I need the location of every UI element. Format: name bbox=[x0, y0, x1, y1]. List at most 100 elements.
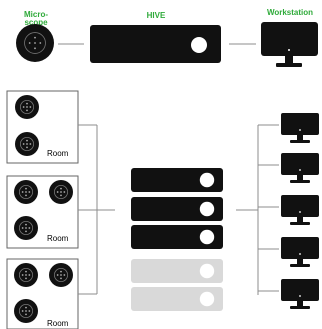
monitor-neck bbox=[297, 259, 303, 264]
room-label-3: Room bbox=[47, 319, 69, 328]
microscope-lens-dot bbox=[25, 187, 27, 190]
workstation-power-dot bbox=[288, 49, 290, 51]
microscope-lens-ring bbox=[19, 100, 34, 115]
microscope-lens-dot bbox=[60, 191, 62, 193]
microscope-lens-dot bbox=[21, 310, 24, 312]
room-box-1 bbox=[6, 90, 79, 164]
microscope-lens-dot bbox=[25, 274, 27, 276]
server-power-button bbox=[199, 172, 215, 188]
monitor-stand bbox=[290, 180, 310, 183]
microscope-lens-dot bbox=[56, 274, 59, 276]
monitor-power-dot bbox=[299, 253, 301, 255]
microscope-lens-dot bbox=[63, 191, 66, 193]
microscope-lens-ring bbox=[18, 267, 33, 282]
workstation-monitor-icon bbox=[281, 153, 319, 175]
microscope-lens-dot bbox=[34, 42, 36, 44]
hive-power-button bbox=[191, 37, 207, 53]
workstation-stand bbox=[276, 63, 302, 67]
server-unit-inactive-icon bbox=[131, 287, 223, 311]
microscope-lens-dot bbox=[26, 106, 28, 108]
server-unit-icon bbox=[131, 197, 223, 221]
workstation-monitor-icon bbox=[261, 22, 318, 56]
monitor-power-dot bbox=[299, 129, 301, 131]
monitor-power-dot bbox=[299, 211, 301, 213]
microscope-lens-dot bbox=[28, 274, 31, 276]
monitor-neck bbox=[297, 175, 303, 180]
microscope-lens-ring bbox=[54, 184, 69, 199]
microscope-lens-dot bbox=[34, 47, 36, 50]
microscope-lens-dot bbox=[39, 42, 42, 44]
server-unit-icon bbox=[131, 225, 223, 249]
monitor-neck bbox=[297, 217, 303, 222]
microscope-lens-dot bbox=[25, 230, 27, 233]
workstation-monitor-icon bbox=[281, 195, 319, 217]
microscope-lens-dot bbox=[25, 310, 27, 312]
microscope-lens-dot bbox=[56, 191, 59, 193]
microscope-lens-dot bbox=[25, 277, 27, 280]
workstation-monitor-icon bbox=[281, 279, 319, 301]
microscope-lens-dot bbox=[26, 109, 28, 112]
microscope-lens-dot bbox=[29, 106, 32, 108]
microscope-lens-ring bbox=[24, 32, 46, 54]
room-label-2: Room bbox=[47, 234, 69, 243]
hive-label: HIVE bbox=[146, 11, 166, 20]
monitor-stand bbox=[290, 264, 310, 267]
microscope-lens-dot bbox=[25, 270, 27, 273]
server-power-button bbox=[199, 229, 215, 245]
monitor-power-dot bbox=[299, 295, 301, 297]
hive-server-icon bbox=[90, 25, 221, 63]
microscope-lens-ring bbox=[18, 184, 33, 199]
monitor-neck bbox=[297, 135, 303, 140]
microscope-lens-dot bbox=[26, 102, 28, 105]
monitor-stand bbox=[290, 222, 310, 225]
microscope-lens-dot bbox=[21, 191, 24, 193]
microscope-lens-dot bbox=[29, 143, 32, 145]
microscope-lens-ring bbox=[19, 136, 34, 151]
monitor-neck bbox=[297, 301, 303, 306]
microscope-lens-dot bbox=[63, 274, 66, 276]
microscope-lens-dot bbox=[21, 227, 24, 229]
microscope-lens-dot bbox=[28, 227, 31, 229]
server-power-button bbox=[199, 263, 215, 279]
server-unit-inactive-icon bbox=[131, 259, 223, 283]
microscope-lens-dot bbox=[60, 187, 62, 190]
microscope-label-line1: Micro- bbox=[24, 10, 48, 19]
microscope-lens-dot bbox=[22, 106, 25, 108]
microscope-lens-dot bbox=[25, 194, 27, 197]
microscope-lens-dot bbox=[21, 274, 24, 276]
microscope-lens-dot bbox=[25, 306, 27, 309]
microscope-label-line2: scope bbox=[24, 18, 48, 27]
monitor-stand bbox=[290, 306, 310, 309]
monitor-power-dot bbox=[299, 169, 301, 171]
microscope-lens-dot bbox=[60, 274, 62, 276]
microscope-lens-ring bbox=[18, 303, 33, 318]
monitor-stand bbox=[290, 140, 310, 143]
microscope-lens-dot bbox=[28, 191, 31, 193]
server-unit-icon bbox=[131, 168, 223, 192]
microscope-lens-ring bbox=[18, 220, 33, 235]
microscope-lens-dot bbox=[25, 223, 27, 226]
workstation-monitor-icon bbox=[281, 237, 319, 259]
microscope-lens-dot bbox=[22, 143, 25, 145]
server-power-button bbox=[199, 291, 215, 307]
microscope-lens-dot bbox=[28, 310, 31, 312]
workstation-neck bbox=[285, 56, 293, 63]
workstation-monitor-icon bbox=[281, 113, 319, 135]
microscope-lens-dot bbox=[25, 191, 27, 193]
microscope-lens-dot bbox=[26, 139, 28, 142]
microscope-lens-ring bbox=[54, 267, 69, 282]
microscope-lens-dot bbox=[60, 270, 62, 273]
microscope-lens-dot bbox=[26, 146, 28, 149]
server-power-button bbox=[199, 201, 215, 217]
room-label-1: Room bbox=[47, 149, 69, 158]
microscope-lens-dot bbox=[25, 313, 27, 316]
microscope-lens-dot bbox=[60, 277, 62, 280]
room-box-2 bbox=[6, 175, 79, 249]
microscope-lens-dot bbox=[26, 143, 28, 145]
microscope-lens-dot bbox=[60, 194, 62, 197]
microscope-lens-dot bbox=[34, 36, 36, 39]
workstation-label: Workstation bbox=[266, 8, 314, 17]
microscope-lens-dot bbox=[28, 42, 31, 44]
